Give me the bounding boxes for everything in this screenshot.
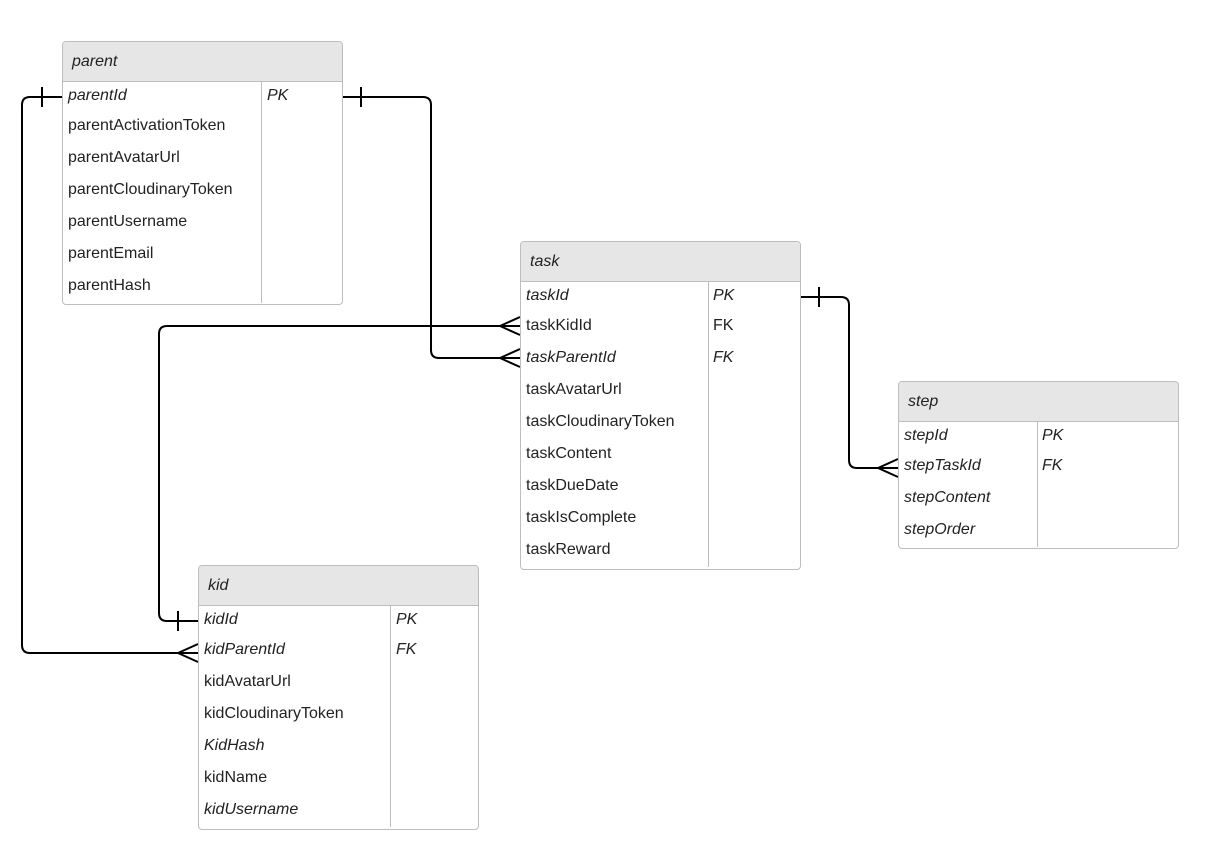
field-key: PK [396,611,418,628]
field-name: stepContent [904,489,991,506]
field-row[interactable]: stepTaskId FK [899,451,1178,483]
field-key: PK [713,287,735,304]
field-row[interactable]: stepId PK [899,422,1178,451]
field-row[interactable]: parentUsername [63,207,342,239]
field-row[interactable]: parentActivationToken [63,111,342,143]
field-row[interactable]: kidName [199,763,478,795]
field-row[interactable]: parentAvatarUrl [63,143,342,175]
field-row[interactable]: taskContent [521,439,800,471]
field-row[interactable]: taskReward [521,535,800,567]
field-row[interactable]: taskCloudinaryToken [521,407,800,439]
field-name: kidCloudinaryToken [204,705,344,722]
field-name: kidId [204,611,238,628]
field-name: stepOrder [904,521,976,538]
entity-title: step [899,382,1178,422]
field-list: stepId PK stepTaskId FK stepContent stepOr… [899,422,1178,547]
field-name: stepTaskId [904,457,981,474]
field-name: kidUsername [204,801,299,818]
field-row[interactable]: parentId PK [63,82,342,111]
connector-parent-to-task[interactable] [343,87,521,368]
many-marker [499,348,521,368]
field-name: taskContent [526,445,612,462]
field-row[interactable]: parentHash [63,271,342,303]
entity-step[interactable]: step stepId PK stepTaskId FK stepContent s… [898,381,1179,549]
field-key: PK [1042,427,1064,444]
field-row[interactable]: taskDueDate [521,471,800,503]
field-name: parentActivationToken [68,117,226,134]
field-row[interactable]: kidAvatarUrl [199,667,478,699]
column-divider [1037,422,1038,547]
field-row[interactable]: kidParentId FK [199,635,478,667]
field-key: FK [1042,457,1063,474]
field-row[interactable]: KidHash [199,731,478,763]
field-row[interactable]: parentCloudinaryToken [63,175,342,207]
field-name: taskAvatarUrl [526,381,622,398]
field-row[interactable]: stepOrder [899,515,1178,547]
field-row[interactable]: parentEmail [63,239,342,271]
connector-parent-to-kid[interactable] [21,87,199,663]
field-name: taskReward [526,541,611,558]
field-name: taskCloudinaryToken [526,413,675,430]
field-row[interactable]: kidId PK [199,606,478,635]
field-key: PK [267,87,289,104]
field-name: kidParentId [204,641,285,658]
field-name: parentEmail [68,245,154,262]
column-divider [390,606,391,827]
entity-kid[interactable]: kid kidId PK kidParentId FK kidAvatarUrl k… [198,565,479,830]
field-name: taskKidId [526,317,592,334]
field-name: taskIsComplete [526,509,637,526]
many-marker [877,458,899,478]
field-name: taskId [526,287,569,304]
field-row[interactable]: taskKidId FK [521,311,800,343]
field-key: FK [396,641,417,658]
column-divider [261,82,262,303]
field-row[interactable]: kidUsername [199,795,478,827]
column-divider [708,282,709,567]
field-row[interactable]: taskAvatarUrl [521,375,800,407]
many-marker [499,316,521,336]
field-name: parentHash [68,277,151,294]
field-key: FK [713,349,734,366]
field-row[interactable]: taskParentId FK [521,343,800,375]
field-row[interactable]: taskIsComplete [521,503,800,535]
field-name: kidAvatarUrl [204,673,291,690]
entity-title: kid [199,566,478,606]
field-name: kidName [204,769,268,786]
connector-task-to-step[interactable] [801,287,899,478]
many-marker [177,643,199,663]
field-name: parentUsername [68,213,188,230]
field-list: kidId PK kidParentId FK kidAvatarUrl kidCl… [199,606,478,827]
entity-parent[interactable]: parent parentId PK parentActivationToken … [62,41,343,305]
field-name: parentAvatarUrl [68,149,180,166]
field-key: FK [713,317,734,334]
entity-title: task [521,242,800,282]
entity-title: parent [63,42,342,82]
field-name: parentCloudinaryToken [68,181,233,198]
field-row[interactable]: taskId PK [521,282,800,311]
field-row[interactable]: kidCloudinaryToken [199,699,478,731]
field-row[interactable]: stepContent [899,483,1178,515]
connector-kid-to-task[interactable] [158,316,521,631]
field-name: taskDueDate [526,477,619,494]
field-name: KidHash [204,737,265,754]
field-list: parentId PK parentActivationToken parentA… [63,82,342,303]
field-name: parentId [68,87,127,104]
field-name: taskParentId [526,349,616,366]
field-name: stepId [904,427,948,444]
